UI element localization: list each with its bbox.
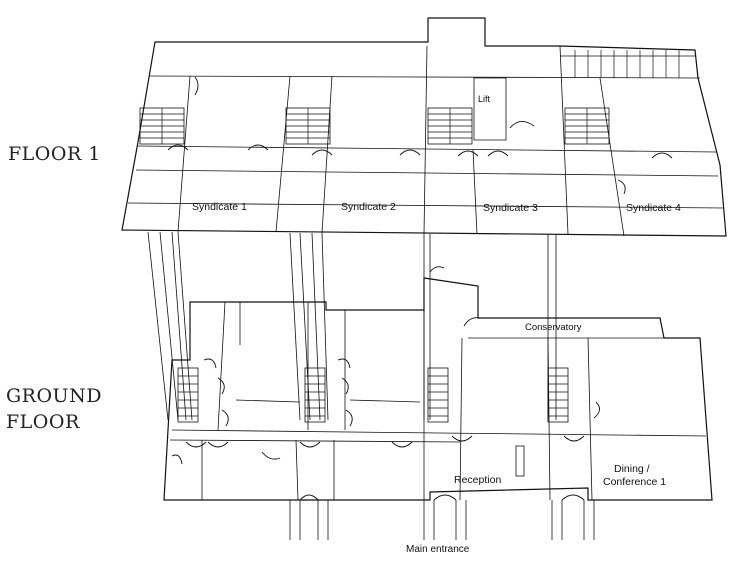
staircase-f1-2: [285, 107, 331, 145]
room-conservatory: Conservatory: [525, 322, 582, 333]
room-reception: Reception: [454, 474, 501, 486]
room-syndicate-4: Syndicate 4: [626, 202, 681, 214]
porch-main-entrance: [423, 494, 467, 540]
porch-1: [289, 494, 329, 540]
doors-ground-floor: [171, 266, 600, 465]
staircase-f1-3: [427, 107, 473, 145]
ground-floor-plan: Conservatory Reception Dining / Conferen…: [163, 266, 713, 555]
ground-floor-label-line1: GROUND: [6, 385, 102, 407]
main-entrance-label: Main entrance: [406, 544, 470, 555]
staircase-gf-2: [304, 367, 326, 423]
staircase-gf-1: [177, 367, 199, 423]
doors-floor-1: [167, 76, 673, 195]
balcony-rail: [560, 50, 695, 78]
staircase-gf-4: [547, 367, 569, 423]
room-dining-line2: Conference 1: [603, 476, 666, 488]
room-lift: Lift: [478, 94, 491, 104]
porch-3: [551, 494, 595, 540]
room-syndicate-3: Syndicate 3: [483, 202, 538, 214]
room-syndicate-1: Syndicate 1: [192, 201, 247, 213]
floor-connector-lines: [147, 231, 557, 421]
staircase-f1-4: [564, 107, 610, 145]
floor-1-plan: Syndicate 1 Syndicate 2 Syndicate 3 Synd…: [121, 17, 727, 237]
ground-floor-label-line2: FLOOR: [6, 411, 80, 433]
room-syndicate-2: Syndicate 2: [341, 201, 396, 213]
staircase-f1-1: [139, 107, 185, 145]
staircase-gf-3: [427, 367, 449, 423]
room-dining-line1: Dining /: [614, 463, 650, 475]
floor-1-label: FLOOR 1: [8, 143, 101, 165]
